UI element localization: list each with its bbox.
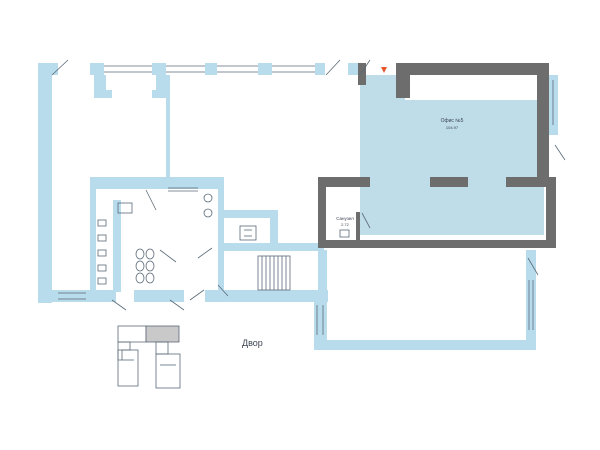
entrance-marker-icon xyxy=(381,67,387,73)
windows xyxy=(58,65,554,335)
sanuzel-name: Санузел xyxy=(336,216,354,221)
sink-icon xyxy=(117,202,133,214)
key-plan xyxy=(117,325,181,389)
office-5 xyxy=(318,63,556,248)
yard-label: Двор xyxy=(242,338,263,348)
office-5-area: 104.97 xyxy=(446,125,459,130)
doors xyxy=(51,59,566,311)
stairs-icon xyxy=(257,255,291,291)
office-5-name: Офис №5 xyxy=(441,118,464,124)
toilet-icon xyxy=(97,219,107,285)
sanuzel-area: 2.72 xyxy=(341,222,350,227)
key-plan-highlight xyxy=(145,325,180,343)
fixtures xyxy=(97,187,350,291)
office-5-floor xyxy=(360,75,544,235)
